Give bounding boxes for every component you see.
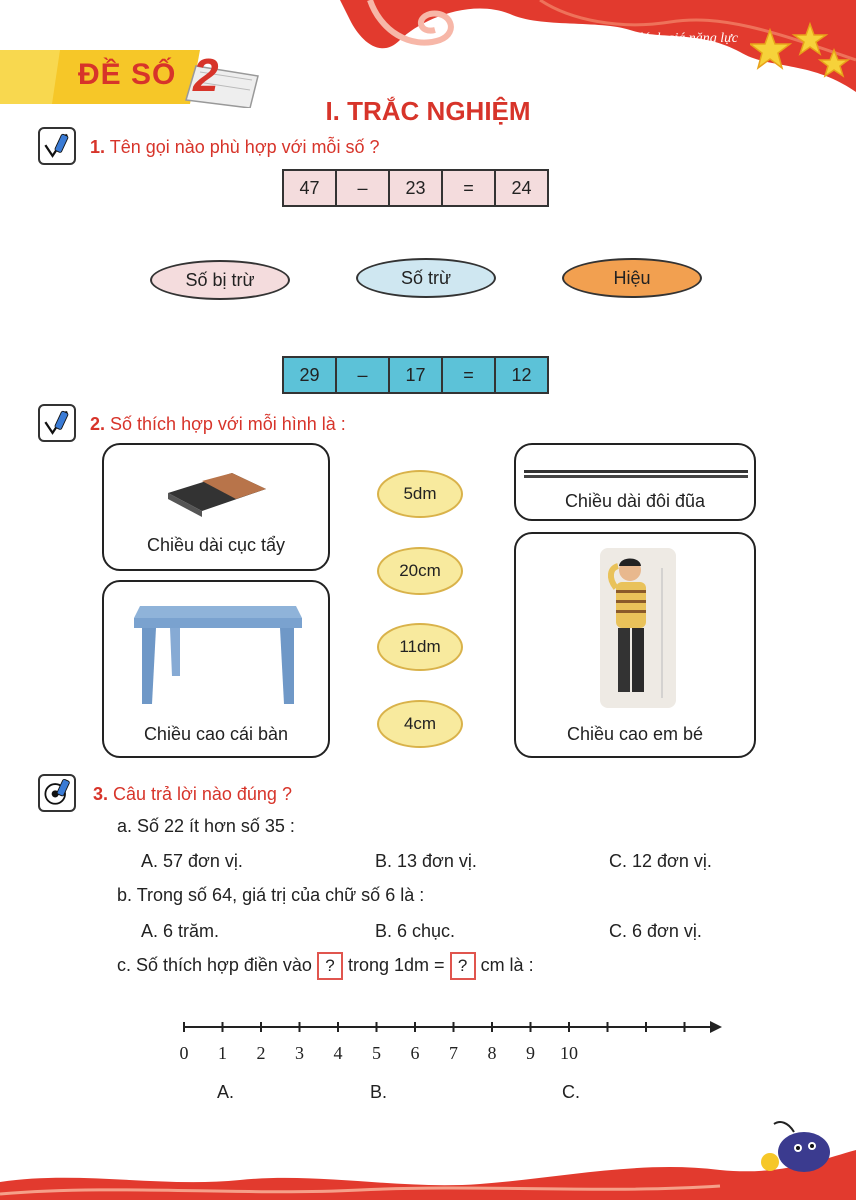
question-1-title: 1. Tên gọi nào phù hợp với mỗi số ? — [90, 137, 379, 158]
card-chopsticks[interactable]: Chiều dài đôi đũa — [514, 443, 756, 521]
label-so-tru[interactable]: Số trừ — [356, 258, 496, 298]
section-title: I. TRẮC NGHIỆM — [325, 96, 531, 126]
question-3-text: Câu trả lời nào đúng ? — [113, 784, 292, 804]
number-line-label: 8 — [487, 1043, 497, 1063]
question-3c-prompt: c. Số thích hợp điền vào ? trong 1dm = ?… — [117, 952, 534, 980]
series-title-line1: Bộ đề kiểm tra, đánh giá năng lực — [546, 31, 738, 46]
de-so-number: 2 — [193, 49, 219, 101]
question-3c-prompt-end: cm là : — [480, 954, 534, 975]
number-line-label: 6 — [410, 1043, 420, 1063]
equation-2-minuend: 29 — [282, 356, 337, 394]
question-2-title: 2. Số thích hợp với mỗi hình là : — [90, 414, 346, 435]
equation-1-equals: = — [441, 169, 496, 207]
equation-2-subtrahend: 17 — [388, 356, 443, 394]
question-3b-choice-a[interactable]: A. 6 trăm. — [141, 921, 220, 941]
equation-2-equals: = — [441, 356, 496, 394]
number-line-label: 4 — [333, 1043, 343, 1063]
question-3a-prompt: a. Số 22 ít hơn số 35 : — [117, 816, 295, 836]
question-3-title: 3. Câu trả lời nào đúng ? — [93, 784, 292, 805]
stars-decoration — [750, 21, 850, 78]
answer-box-1[interactable]: ? — [316, 952, 343, 980]
equation-1-minus: – — [335, 169, 390, 207]
table-image — [134, 606, 302, 704]
question-3c-choice-c[interactable]: C. — [562, 1082, 580, 1102]
question-3b-prompt: b. Trong số 64, giá trị của chữ số 6 là … — [117, 885, 425, 905]
question-3c-choice-a[interactable]: A. — [217, 1082, 235, 1102]
card-child[interactable]: Chiều cao em bé — [514, 532, 756, 758]
equation-1-difference: 24 — [494, 169, 549, 207]
number-line-label: 10 — [560, 1043, 578, 1063]
card-child-label: Chiều cao em bé — [566, 724, 704, 744]
child-image — [600, 548, 676, 708]
number-line-label: 5 — [372, 1043, 381, 1063]
equation-1-minuend: 47 — [282, 169, 337, 207]
header-swirl-decoration — [340, 0, 856, 92]
question-3a-choice-a[interactable]: A. 57 đơn vị. — [141, 851, 243, 871]
number-line-label: 7 — [449, 1043, 458, 1063]
equation-2-minus: – — [335, 356, 390, 394]
pencil-circle-icon — [38, 774, 76, 812]
answer-box-2[interactable]: ? — [449, 952, 476, 980]
equation-2-difference: 12 — [494, 356, 549, 394]
equation-row-2: 29 – 17 = 12 — [282, 356, 549, 394]
option-20cm[interactable]: 20cm — [377, 547, 463, 595]
de-so-banner — [0, 50, 259, 108]
chopsticks-image — [524, 470, 748, 478]
question-3c-choice-b[interactable]: B. — [370, 1082, 388, 1102]
number-line — [183, 1021, 722, 1033]
eraser-image — [168, 473, 266, 517]
question-1-number: 1. — [90, 137, 106, 157]
question-3b-choice-b[interactable]: B. 6 chục. — [375, 921, 456, 941]
number-line-label: 0 — [179, 1043, 189, 1063]
question-2-number: 2. — [90, 414, 106, 434]
number-line-label: 3 — [295, 1043, 304, 1063]
question-2-text: Số thích hợp với mỗi hình là : — [110, 414, 346, 434]
card-eraser[interactable]: Chiều dài cục tẩy — [102, 443, 330, 571]
question-3c-prompt-mid: trong 1dm = — [347, 954, 445, 975]
equation-row-1: 47 – 23 = 24 — [282, 169, 549, 207]
question-1-text: Tên gọi nào phù hợp với mỗi số ? — [109, 137, 380, 157]
footer-wave-decoration — [0, 1150, 856, 1200]
label-hieu[interactable]: Hiệu — [562, 258, 702, 298]
number-line-label: 1 — [218, 1043, 227, 1063]
question-3-number: 3. — [93, 784, 109, 804]
series-title-line2: Toán 2, tập 1 — [664, 53, 738, 68]
de-so-label: ĐỀ SỐ — [78, 58, 177, 91]
bug-mascot-icon — [761, 1121, 830, 1172]
question-3b-choice-c[interactable]: C. 6 đơn vị. — [609, 921, 702, 941]
option-11dm[interactable]: 11dm — [377, 623, 463, 671]
series-title: Bộ đề kiểm tra, đánh giá năng lực Toán 2… — [547, 28, 738, 72]
option-4cm[interactable]: 4cm — [377, 700, 463, 748]
card-chopsticks-label: Chiều dài đôi đũa — [564, 491, 706, 511]
question-3a-choice-c[interactable]: C. 12 đơn vị. — [609, 851, 712, 871]
pencil-check-icon — [38, 404, 76, 442]
pencil-check-icon — [38, 127, 76, 165]
card-table-label: Chiều cao cái bàn — [143, 724, 289, 744]
number-line-label: 2 — [256, 1043, 266, 1063]
question-3c-prompt-start: c. Số thích hợp điền vào — [117, 954, 312, 975]
equation-1-subtrahend: 23 — [388, 169, 443, 207]
option-5dm[interactable]: 5dm — [377, 470, 463, 518]
card-eraser-label: Chiều dài cục tẩy — [146, 535, 286, 555]
label-so-bi-tru[interactable]: Số bị trừ — [150, 260, 290, 300]
number-line-label: 9 — [526, 1043, 535, 1063]
card-table[interactable]: Chiều cao cái bàn — [102, 580, 330, 758]
question-3a-choice-b[interactable]: B. 13 đơn vị. — [375, 851, 477, 871]
